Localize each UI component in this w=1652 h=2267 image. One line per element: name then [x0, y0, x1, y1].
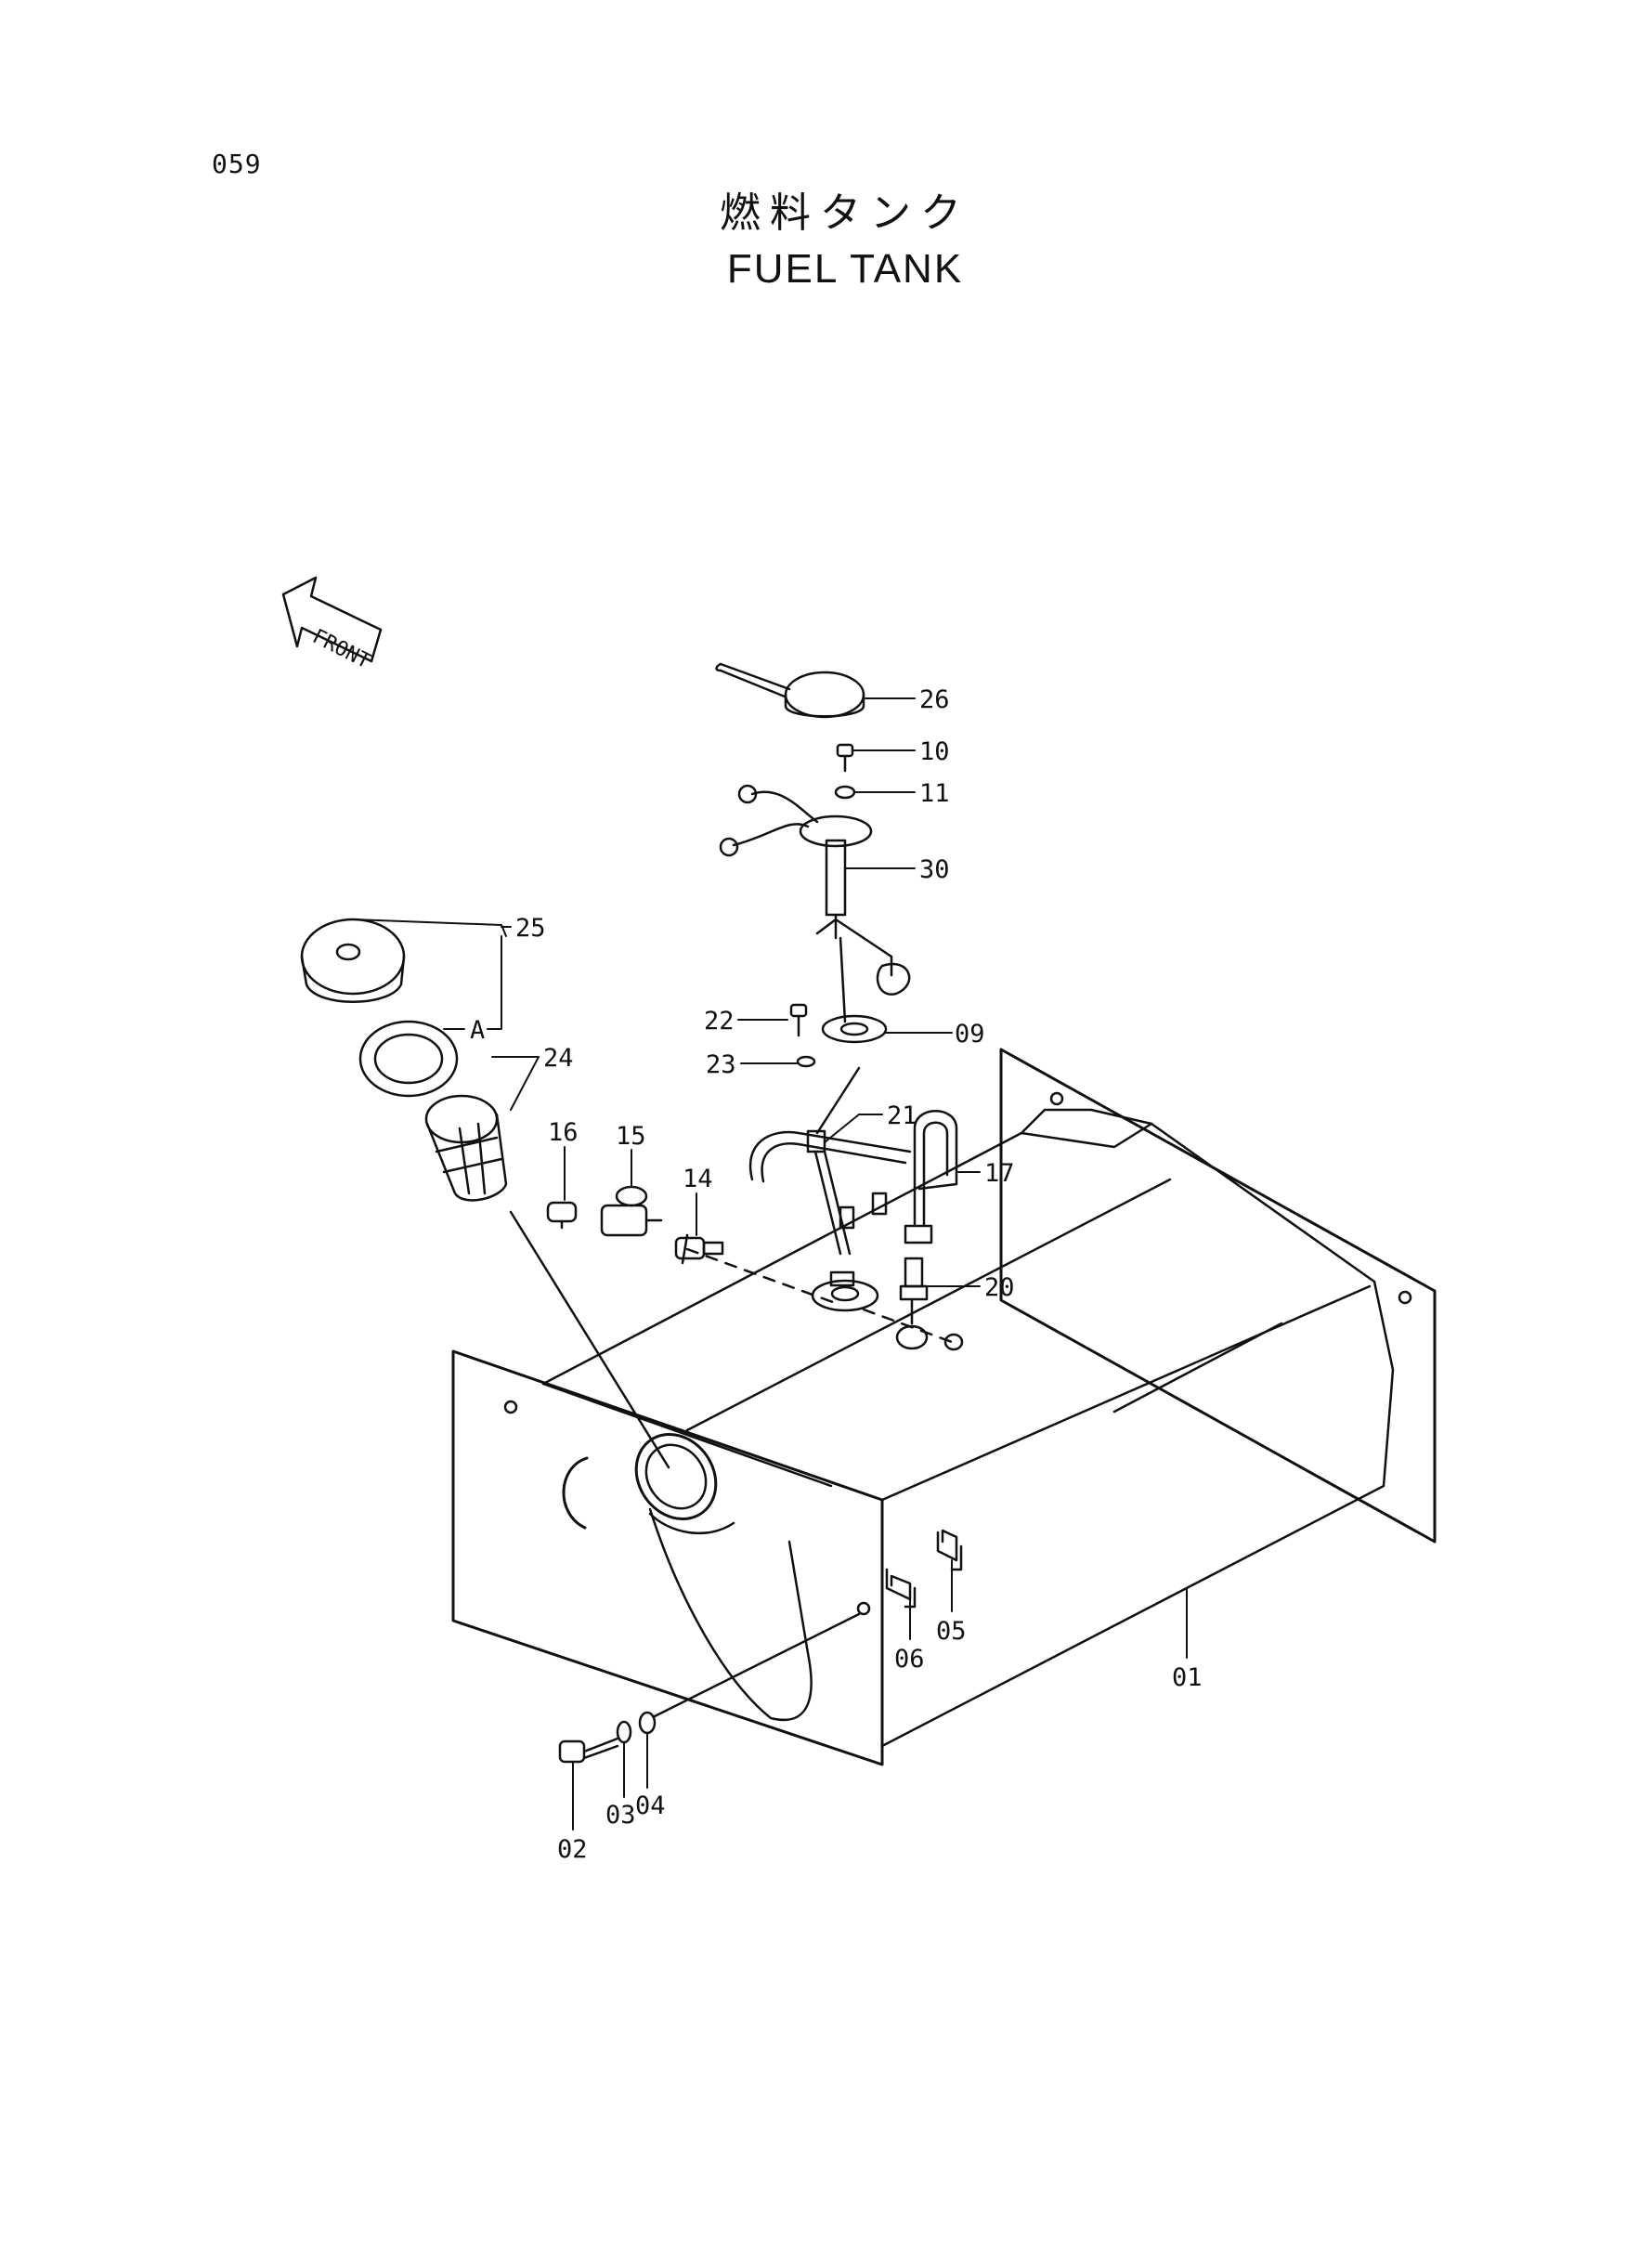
connector-14: [674, 1233, 724, 1265]
return-pipe-21: [748, 1066, 912, 1256]
breather-pipe-17: [904, 1110, 958, 1244]
valve-15: [600, 1185, 663, 1237]
page-number: 059: [212, 149, 262, 179]
washer-04: [638, 1711, 657, 1735]
callout-25: 25: [515, 914, 546, 943]
callout-detail-a: A: [470, 1016, 485, 1045]
strainer-24: [424, 1094, 670, 1469]
callout-01: 01: [1172, 1663, 1203, 1692]
callout-09: 09: [955, 1020, 985, 1049]
assembly-line-20: [862, 1308, 954, 1344]
front-arrow-icon: FRONT: [281, 576, 383, 673]
lock-washer-03: [616, 1720, 632, 1744]
clip-06: [885, 1568, 917, 1609]
clip-05: [936, 1529, 963, 1571]
callout-17: 17: [984, 1159, 1015, 1188]
callout-30: 30: [919, 855, 950, 884]
washer-11: [834, 785, 856, 800]
plug-16: [546, 1201, 578, 1230]
callout-03: 03: [605, 1801, 636, 1830]
callout-05: 05: [936, 1617, 967, 1646]
assembly-line-14: [685, 1247, 842, 1307]
leader-lines: [352, 697, 1188, 1831]
gauge-cover-26: [715, 662, 865, 719]
filler-cap-25: [300, 918, 406, 1003]
packing-ring: [358, 1020, 459, 1098]
washer-23: [796, 1055, 816, 1068]
callout-21: 21: [887, 1101, 917, 1130]
assembly-line-02: [653, 1612, 861, 1718]
page-title-english: FUEL TANK: [726, 246, 964, 292]
title-block: 燃料タンク FUEL TANK: [650, 186, 1040, 297]
callout-14: 14: [683, 1165, 713, 1193]
callout-20: 20: [984, 1273, 1015, 1302]
callout-22: 22: [704, 1007, 735, 1036]
callout-10: 10: [919, 737, 950, 766]
callout-02: 02: [557, 1835, 588, 1864]
gasket-09: [821, 1014, 888, 1044]
callout-labels: 26 10 11 30 09 22 23 21 17 20 16 15 14 2…: [470, 685, 1203, 1864]
bolt-02: [558, 1737, 619, 1764]
screw-10: [836, 743, 854, 773]
callout-24: 24: [543, 1044, 574, 1073]
screw-22: [789, 1003, 808, 1037]
page-title-japanese: 燃料タンク: [720, 189, 970, 237]
fuel-sender-30: [719, 784, 911, 1023]
callout-15: 15: [616, 1122, 646, 1151]
front-label: FRONT: [308, 625, 373, 673]
callout-26: 26: [919, 685, 950, 714]
fuel-tank-body: [451, 1048, 1437, 1766]
callout-11: 11: [919, 779, 950, 808]
callout-23: 23: [706, 1050, 736, 1079]
callout-04: 04: [635, 1791, 666, 1820]
callout-16: 16: [548, 1118, 579, 1147]
callout-06: 06: [894, 1645, 925, 1674]
